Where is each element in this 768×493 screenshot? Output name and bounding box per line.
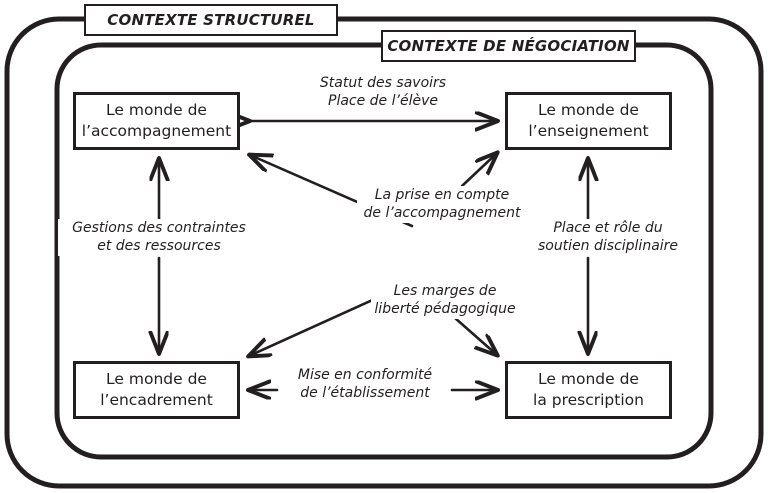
edge-label-line1: Place et rôle du [553, 220, 663, 236]
node-le-monde-de-laccompagnement[interactable]: Le monde de l’accompagnement [73, 92, 240, 150]
edge-label-line1: Gestions des contraintes [72, 220, 246, 236]
edge-label-line2: soutien disciplinaire [537, 238, 679, 255]
edge-label-place-et-role-du-soutien-disciplinaire: Place et rôle du soutien disciplinaire [516, 219, 700, 256]
frame-structurel-outline [4, 16, 764, 489]
arrow-diagonal-encadrement-enseignement [249, 153, 497, 356]
edge-label-line1: Statut des savoirs [319, 75, 447, 91]
node-le-monde-de-lenseignement[interactable]: Le monde de l’enseignement [505, 92, 672, 150]
node-label-line1: Le monde de [106, 369, 207, 388]
frame-label-contexte-negociation: CONTEXTE DE NÉGOCIATION [381, 30, 636, 62]
edge-label-statut-des-savoirs: Statut des savoirs Place de l’élève [283, 74, 483, 111]
edge-label-mise-en-conformite: Mise en conformité de l’établissement [281, 366, 449, 403]
frame-label-text: CONTEXTE STRUCTUREL [107, 11, 315, 29]
node-le-monde-de-lencadrement[interactable]: Le monde de l’encadrement [73, 361, 240, 419]
node-le-monde-de-la-prescription[interactable]: Le monde de la prescription [505, 361, 672, 419]
node-label-line2: l’enseignement [528, 122, 649, 140]
edge-label-la-prise-en-compte: La prise en compte de l’accompagnement [357, 186, 527, 223]
edge-label-line2: et des ressources [97, 238, 221, 255]
node-label-line1: Le monde de [538, 369, 639, 388]
edge-label-line1: Mise en conformité [297, 367, 433, 383]
edge-label-gestions-des-contraintes: Gestions des contraintes et des ressourc… [58, 219, 260, 256]
edge-label-les-marges-de-liberte-pedagogique: Les marges de liberté pédagogique [371, 282, 519, 319]
node-label-line2: l’accompagnement [81, 122, 232, 140]
edge-label-line2: de l’établissement [300, 385, 430, 402]
node-label-line1: Le monde de [538, 100, 639, 119]
frame-label-contexte-structurel: CONTEXTE STRUCTUREL [84, 4, 338, 36]
frame-label-text: CONTEXTE DE NÉGOCIATION [387, 37, 630, 55]
arrow-diagonal-accompagnement-prescription [250, 155, 497, 355]
node-label-line1: Le monde de [106, 100, 207, 119]
edge-label-line2: liberté pédagogique [374, 301, 516, 318]
edge-label-line1: La prise en compte [374, 187, 510, 203]
edge-label-line2: de l’accompagnement [363, 205, 521, 222]
edge-label-line2: Place de l’élève [328, 93, 438, 110]
node-label-line2: la prescription [533, 391, 644, 409]
node-label-line2: l’encadrement [100, 391, 213, 409]
edge-label-line1: Les marges de [393, 283, 497, 299]
